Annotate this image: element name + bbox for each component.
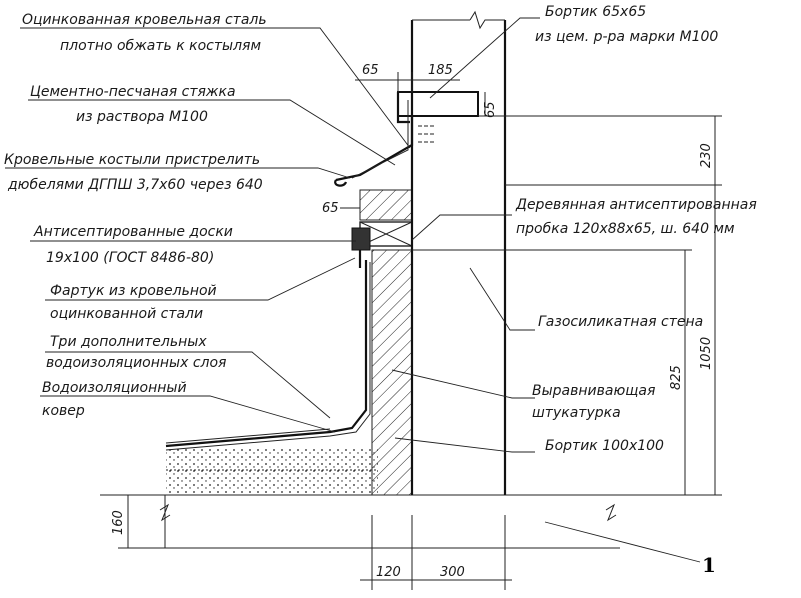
label-plaster-2: штукатурка — [532, 405, 621, 421]
hatched-upstand — [359, 189, 413, 496]
label-plug-2: пробка 120х88х65, ш. 640 мм — [516, 221, 735, 237]
label-boards-1: Антисептированные доски — [33, 224, 233, 240]
label-plaster-1: Выравнивающая — [532, 383, 655, 399]
label-three-layers-1: Три дополнительных — [50, 334, 207, 350]
dimension-lines — [118, 72, 722, 590]
label-three-layers-2: водоизоляционных слоя — [46, 355, 226, 371]
label-cap-1: Бортик 65х65 — [545, 4, 646, 20]
insulation-fill — [166, 448, 378, 494]
dim-120: 120 — [376, 565, 401, 580]
dim-65-right: 65 — [483, 101, 498, 118]
label-wall: Газосиликатная стена — [538, 314, 703, 330]
label-hooks-2: дюбелями ДГПШ 3,7х60 через 640 — [7, 177, 263, 193]
roof-membrane — [165, 260, 371, 451]
callout-marker-1: 1 — [702, 553, 716, 577]
label-galvanized-steel-2: плотно обжать к костылям — [60, 38, 261, 54]
label-hooks-1: Кровельные костыли пристрелить — [4, 152, 260, 168]
wooden-plug — [351, 227, 371, 268]
dim-65-mid: 65 — [322, 201, 339, 216]
label-screed-2: из раствора М100 — [76, 109, 208, 125]
label-apron-1: Фартук из кровельной — [50, 283, 217, 299]
label-plug-1: Деревянная антисептированная — [515, 197, 757, 213]
dim-160: 160 — [111, 510, 126, 535]
dim-825: 825 — [669, 365, 684, 390]
leader-lines — [5, 17, 701, 563]
gas-silicate-wall — [410, 10, 507, 495]
floor-slab — [100, 494, 620, 549]
label-waterproof-1: Водоизоляционный — [42, 380, 187, 396]
dim-230: 230 — [699, 143, 714, 168]
dim-185: 185 — [428, 63, 453, 78]
label-cap-2: из цем. р-ра марки М100 — [535, 29, 718, 45]
label-apron-2: оцинкованной стали — [50, 306, 203, 322]
label-screed-1: Цементно-песчаная стяжка — [30, 84, 236, 100]
dim-300: 300 — [440, 565, 465, 580]
label-boards-2: 19х100 (ГОСТ 8486-80) — [46, 250, 214, 266]
dim-65-top: 65 — [362, 63, 379, 78]
dim-1050: 1050 — [699, 337, 714, 370]
parapet-cap — [334, 91, 479, 187]
label-waterproof-2: ковер — [42, 403, 85, 419]
label-upstand: Бортик 100х100 — [545, 438, 664, 454]
label-galvanized-steel-1: Оцинкованная кровельная сталь — [22, 12, 267, 28]
